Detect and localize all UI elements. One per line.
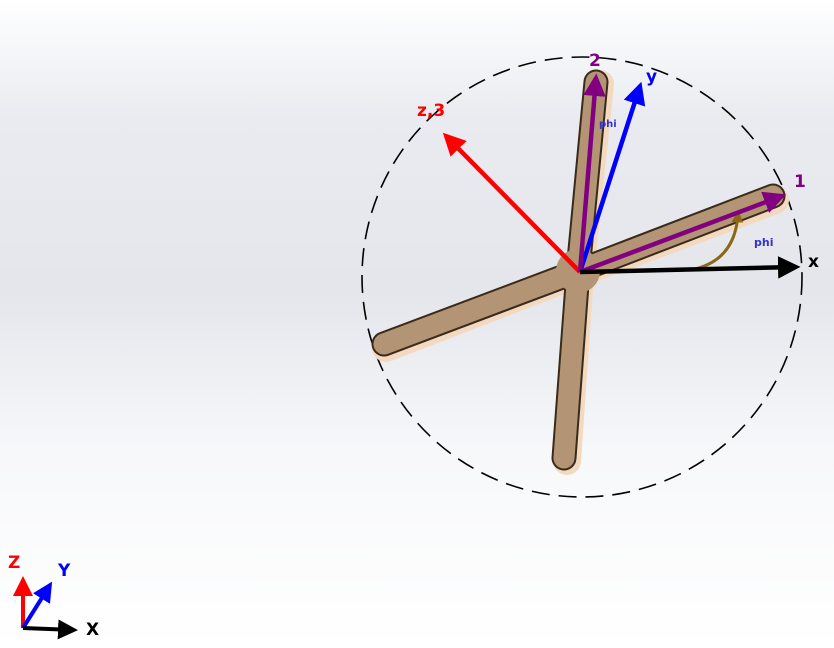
y-axis-arrow: [577, 81, 646, 273]
triad-x-label: X: [86, 620, 99, 640]
axis1-label: 1: [794, 172, 806, 192]
boundary-circle: [361, 56, 803, 498]
axis2-arrow: [577, 73, 606, 273]
coordinate-triad: Z Y X: [8, 553, 99, 640]
triad-y-label: Y: [57, 561, 71, 581]
y-label: y: [646, 67, 657, 87]
triad-z-label: Z: [8, 553, 20, 573]
phi-label-right: phi: [754, 236, 773, 249]
axis2-label: 2: [589, 51, 601, 71]
x-axis-arrow: [579, 256, 801, 279]
triad-y-arrow: [21, 581, 53, 630]
triad-x-arrow: [22, 619, 78, 640]
axis1-arrow: [579, 191, 787, 275]
x-label: x: [808, 252, 819, 272]
z3-label: z,3: [417, 101, 445, 121]
phi-label-top: phi: [599, 119, 617, 130]
z3-axis-arrow: [442, 132, 582, 274]
